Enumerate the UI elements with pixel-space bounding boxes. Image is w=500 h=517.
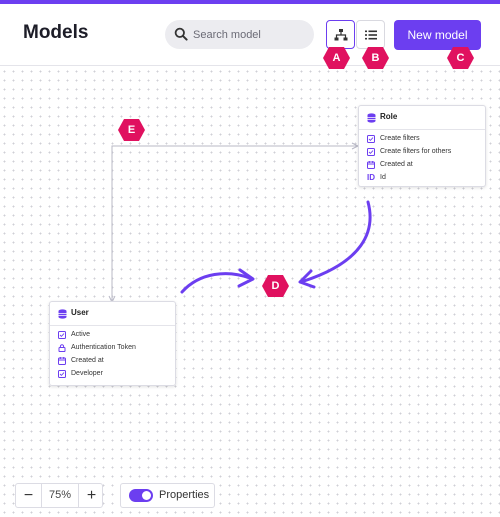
field-label: Create filters bbox=[380, 135, 420, 142]
model-card-header: Role bbox=[359, 106, 485, 130]
model-field[interactable]: Created at bbox=[359, 159, 485, 172]
new-model-button[interactable]: New model bbox=[394, 20, 481, 50]
pointer-arrow-left bbox=[180, 272, 252, 294]
model-title: User bbox=[71, 308, 89, 317]
hexagon-icon bbox=[118, 119, 145, 141]
model-field[interactable]: Created at bbox=[50, 355, 175, 368]
hexagon-icon bbox=[362, 47, 389, 69]
model-card-role[interactable]: Role Create filters Create filters for o… bbox=[358, 105, 486, 187]
search-input[interactable] bbox=[193, 20, 308, 49]
page-title: Models bbox=[23, 22, 89, 43]
field-label: Created at bbox=[71, 357, 104, 364]
toggle-knob bbox=[142, 491, 151, 500]
database-icon bbox=[58, 309, 67, 319]
annotation-marker-d: D bbox=[262, 275, 289, 297]
id-icon: ID bbox=[367, 173, 375, 182]
model-field[interactable]: ID Id bbox=[359, 172, 485, 185]
checkbox-icon bbox=[367, 148, 375, 156]
annotation-marker-e: E bbox=[118, 119, 145, 141]
zoom-control: − 75% + bbox=[15, 483, 103, 508]
model-field[interactable]: Developer bbox=[50, 368, 175, 381]
calendar-icon bbox=[58, 357, 66, 365]
model-field[interactable]: Create filters for others bbox=[359, 146, 485, 159]
field-label: Create filters for others bbox=[380, 148, 452, 155]
field-label: Active bbox=[71, 331, 91, 338]
diagram-view-button[interactable] bbox=[326, 20, 355, 49]
field-label: Authentication Token bbox=[71, 344, 136, 351]
list-view-button[interactable] bbox=[356, 20, 385, 49]
zoom-out-button[interactable]: − bbox=[16, 484, 41, 507]
diagram-icon bbox=[334, 29, 348, 41]
annotation-marker-a: A bbox=[323, 47, 350, 69]
field-label: Id bbox=[380, 174, 386, 181]
checkbox-icon bbox=[367, 135, 375, 143]
annotation-marker-b: B bbox=[362, 47, 389, 69]
pointer-arrow-right bbox=[302, 200, 372, 283]
annotation-marker-c: C bbox=[447, 47, 474, 69]
checkbox-icon bbox=[58, 370, 66, 378]
header: Models New model bbox=[0, 4, 500, 66]
model-field[interactable]: Authentication Token bbox=[50, 342, 175, 355]
model-card-user[interactable]: User Active Authentication Token Created… bbox=[49, 301, 176, 386]
checkbox-icon bbox=[58, 331, 66, 339]
field-label: Developer bbox=[71, 370, 103, 377]
relation-connector bbox=[108, 142, 372, 304]
hexagon-icon bbox=[262, 275, 289, 297]
top-accent-bar bbox=[0, 0, 500, 4]
database-icon bbox=[367, 113, 376, 123]
model-field[interactable]: Create filters bbox=[359, 133, 485, 146]
model-field[interactable]: Active bbox=[50, 329, 175, 342]
model-card-header: User bbox=[50, 302, 175, 326]
zoom-level: 75% bbox=[41, 484, 79, 507]
search-box[interactable] bbox=[165, 20, 314, 49]
search-icon bbox=[174, 27, 188, 41]
properties-label: Properties bbox=[159, 489, 210, 501]
properties-toggle-control[interactable]: Properties bbox=[120, 483, 215, 508]
zoom-in-button[interactable]: + bbox=[79, 484, 104, 507]
list-icon bbox=[365, 30, 377, 40]
field-label: Created at bbox=[380, 161, 413, 168]
hexagon-icon bbox=[447, 47, 474, 69]
lock-icon bbox=[58, 344, 66, 352]
properties-toggle[interactable] bbox=[129, 489, 153, 502]
model-diagram-canvas[interactable]: Role Create filters Create filters for o… bbox=[0, 67, 500, 517]
hexagon-icon bbox=[323, 47, 350, 69]
calendar-icon bbox=[367, 161, 375, 169]
model-title: Role bbox=[380, 112, 398, 121]
